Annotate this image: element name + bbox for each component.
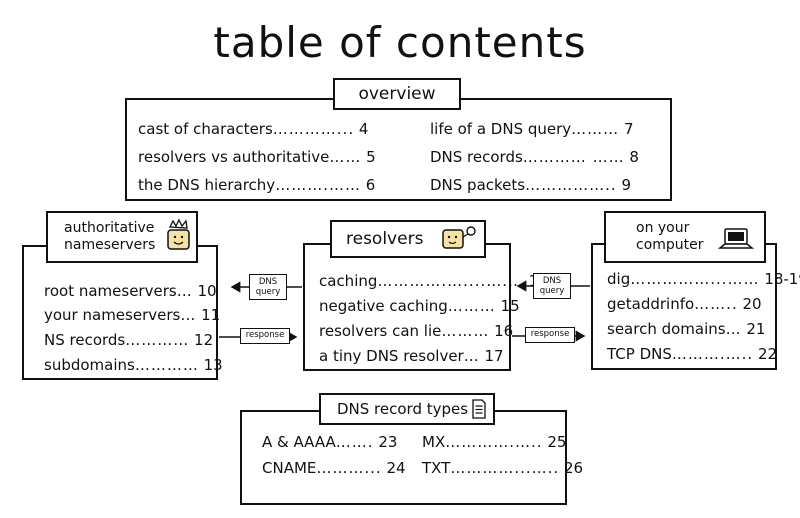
computer-entry[interactable]: search domains… 21 [607, 320, 766, 338]
record-type-entry[interactable]: MX………….….. 25 [422, 433, 567, 451]
computer-entry[interactable]: TCP DNS……….….. 22 [607, 345, 778, 363]
resolvers-box [303, 243, 511, 371]
resolvers-entry[interactable]: a tiny DNS resolver… 17 [319, 347, 504, 365]
overview-entry[interactable]: DNS packets…………….. 9 [430, 176, 631, 194]
response-tag-right: response [525, 327, 575, 343]
authoritative-entry[interactable]: your nameservers… 11 [44, 306, 221, 324]
overview-box [125, 98, 672, 201]
computer-entry[interactable]: getaddrinfo…….. 20 [607, 295, 762, 313]
record-types-label: DNS record types [319, 393, 495, 425]
document-icon [471, 399, 487, 419]
response-tag-left: response [240, 328, 290, 344]
authoritative-entry[interactable]: subdomains………… 13 [44, 356, 223, 374]
resolvers-entry[interactable]: negative caching……… 15 [319, 297, 520, 315]
record-type-entry[interactable]: A & AAAA……. 23 [262, 433, 398, 451]
page-title: table of contents [213, 18, 587, 67]
record-type-entry[interactable]: TXT…………...….. 26 [422, 459, 584, 477]
overview-entry[interactable]: DNS records………… …… 8 [430, 148, 639, 166]
computer-entry[interactable]: dig……………...…… 18-19 [607, 270, 800, 288]
overview-entry[interactable]: cast of characters…………... 4 [138, 120, 369, 138]
overview-entry[interactable]: resolvers vs authoritative…… 5 [138, 148, 376, 166]
crowned-server-icon [164, 218, 192, 254]
authoritative-box [22, 245, 218, 380]
overview-entry[interactable]: the DNS hierarchy……….…… 6 [138, 176, 376, 194]
resolvers-entry[interactable]: resolvers can lie……… 16 [319, 322, 514, 340]
overview-label: overview [333, 78, 461, 110]
authoritative-entry[interactable]: root nameservers… 10 [44, 282, 217, 300]
dns-query-tag-right: DNS query [533, 273, 571, 299]
record-type-entry[interactable]: CNAME………... 24 [262, 459, 406, 477]
computer-box [591, 243, 777, 370]
magnifier-server-icon [440, 223, 478, 253]
record-types-box [240, 410, 567, 505]
overview-entry[interactable]: life of a DNS query……… 7 [430, 120, 634, 138]
dns-query-tag-left: DNS query [249, 274, 287, 300]
authoritative-entry[interactable]: NS records………… 12 [44, 331, 214, 349]
laptop-icon [716, 226, 756, 252]
